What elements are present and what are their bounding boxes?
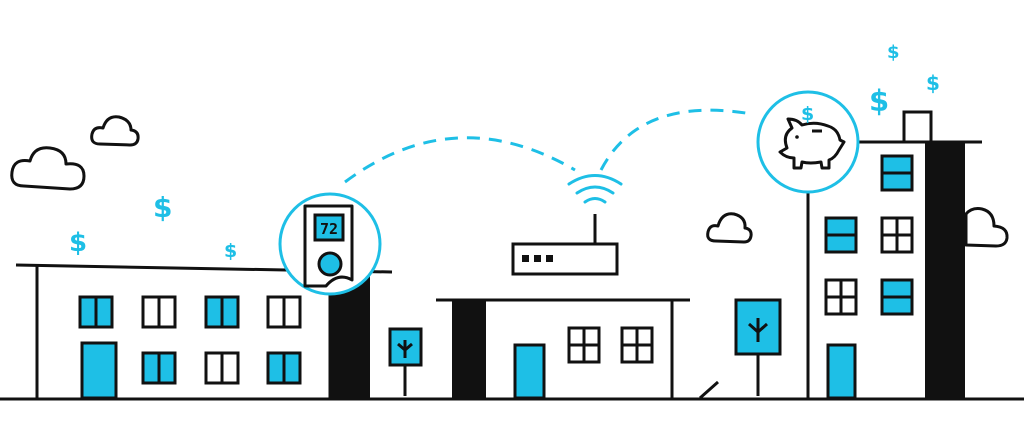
window	[824, 216, 858, 254]
window	[824, 278, 858, 316]
dollar-icon: $	[801, 103, 814, 125]
left-building	[15, 263, 393, 400]
cloud-icon	[90, 115, 140, 147]
cloud-icon	[964, 207, 1009, 248]
cloud-icon	[706, 212, 753, 244]
dollar-icon: $	[69, 228, 87, 258]
dollar-icon: $	[887, 42, 900, 63]
cloud-icon	[10, 146, 86, 191]
door	[513, 343, 546, 400]
window	[78, 295, 114, 329]
window	[880, 216, 914, 254]
door	[826, 343, 857, 400]
tree-icon	[388, 327, 423, 396]
thermostat-icon: 72	[278, 192, 382, 296]
window	[141, 351, 177, 385]
piggy-bank-icon	[756, 90, 860, 194]
window	[266, 295, 302, 329]
dollar-signs: $ $ $ $ $ $ $	[69, 42, 940, 262]
dollar-icon: $	[926, 71, 940, 95]
window	[266, 351, 302, 385]
window	[620, 326, 654, 364]
thermostat-reading: 72	[320, 220, 338, 238]
tree-icon	[734, 298, 782, 396]
right-building	[804, 110, 982, 400]
window	[880, 154, 914, 192]
dollar-icon: $	[869, 84, 889, 118]
window	[204, 351, 240, 385]
ground-line	[0, 380, 1024, 401]
connection-dashes	[344, 108, 753, 184]
window	[567, 326, 601, 364]
middle-house	[436, 298, 690, 400]
dollar-icon: $	[153, 191, 172, 224]
wifi-signal-icon	[567, 174, 623, 204]
window	[141, 295, 177, 329]
dollar-icon: $	[224, 240, 237, 262]
window	[880, 278, 914, 316]
door	[80, 341, 118, 400]
router-icon	[511, 214, 619, 276]
window	[204, 295, 240, 329]
